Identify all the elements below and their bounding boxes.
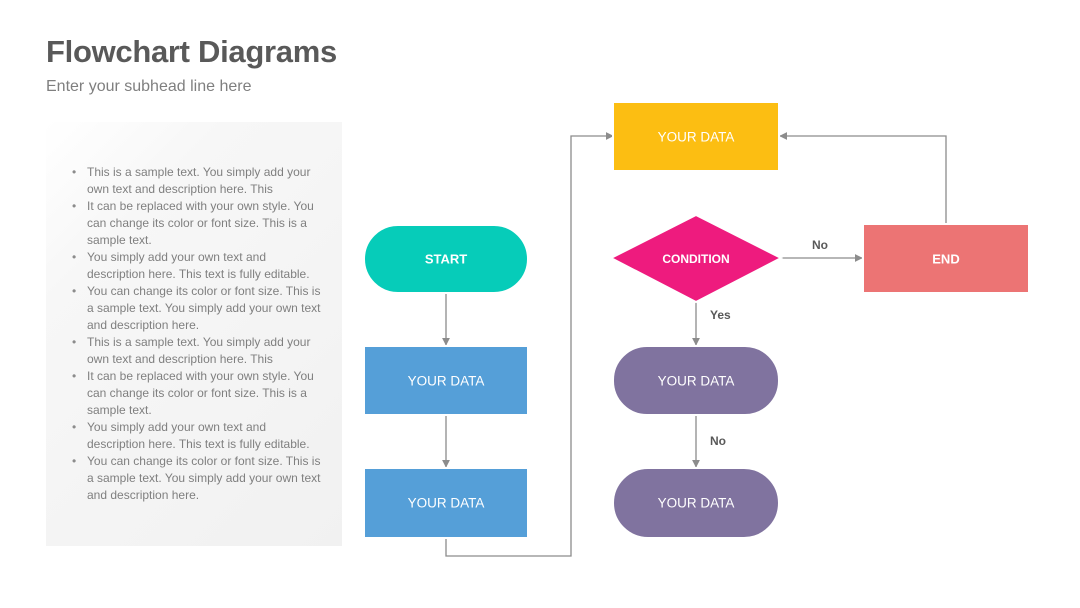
bullet-item: You simply add your own text and descrip… (72, 419, 327, 453)
node-data-purple-1: YOUR DATA (612, 345, 780, 416)
node-data-2: YOUR DATA (363, 467, 529, 539)
page-subtitle: Enter your subhead line here (46, 78, 252, 95)
node-label: YOUR DATA (658, 374, 735, 389)
node-label: END (932, 252, 959, 267)
edge-label-no: No (812, 238, 828, 252)
edge-end-to-data-top (779, 132, 947, 224)
node-label: YOUR DATA (408, 496, 485, 511)
node-start: START (363, 224, 529, 294)
node-data-top: YOUR DATA (612, 101, 780, 172)
node-label: YOUR DATA (408, 374, 485, 389)
bullet-item: It can be replaced with your own style. … (72, 198, 327, 249)
node-end: END (862, 223, 1030, 294)
edge-data-2-to-data-top (445, 132, 614, 557)
node-data-1: YOUR DATA (363, 345, 529, 416)
node-label: CONDITION (662, 252, 729, 266)
edge-label-no: No (710, 434, 726, 448)
bullet-item: You simply add your own text and descrip… (72, 249, 327, 283)
node-condition: CONDITION (608, 213, 784, 304)
node-label: START (425, 252, 467, 267)
edge-label-yes: Yes (710, 308, 731, 322)
bullet-item: You can change its color or font size. T… (72, 453, 327, 504)
bullet-item: It can be replaced with your own style. … (72, 368, 327, 419)
node-label: YOUR DATA (658, 130, 735, 145)
bullet-item: This is a sample text. You simply add yo… (72, 334, 327, 368)
bullet-item: This is a sample text. You simply add yo… (72, 164, 327, 198)
node-label: YOUR DATA (658, 496, 735, 511)
bullet-list: This is a sample text. You simply add yo… (72, 164, 327, 504)
page-title: Flowchart Diagrams (46, 34, 337, 69)
bullet-item: You can change its color or font size. T… (72, 283, 327, 334)
node-data-purple-2: YOUR DATA (612, 467, 780, 539)
connectors (442, 132, 947, 557)
